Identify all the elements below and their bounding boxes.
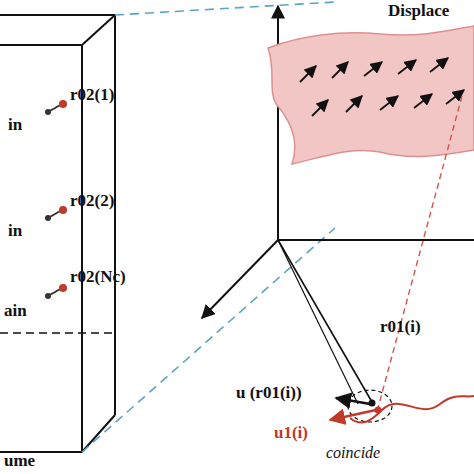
chain-curve xyxy=(350,396,474,423)
volume-label: ume xyxy=(4,452,35,471)
panel-title: Displace xyxy=(388,2,449,21)
point-dot xyxy=(369,400,376,407)
chain-end-label: r02(1) xyxy=(70,86,114,105)
axes xyxy=(202,6,474,318)
displacement-vector xyxy=(336,398,370,404)
position-vectors xyxy=(278,96,462,408)
chain-end-label: r02(Nc) xyxy=(70,268,126,287)
displacement-label: u (r01(i)) xyxy=(236,384,302,403)
chain-ends xyxy=(45,100,67,299)
chain-displacement-label: u1(i) xyxy=(274,424,308,443)
volume-box xyxy=(0,15,115,452)
coincide-note: coincide xyxy=(326,444,380,462)
displacement-arrows xyxy=(300,58,464,116)
chain-label: ain xyxy=(4,302,27,321)
chain-label: in xyxy=(8,116,22,135)
chain-displacement-vector xyxy=(330,410,376,420)
chain-label: in xyxy=(8,222,22,241)
position-label: r01(i) xyxy=(380,318,421,337)
chain-end-label: r02(2) xyxy=(70,192,114,211)
chain-point-dot xyxy=(375,407,382,414)
displacement-surface xyxy=(268,26,474,164)
